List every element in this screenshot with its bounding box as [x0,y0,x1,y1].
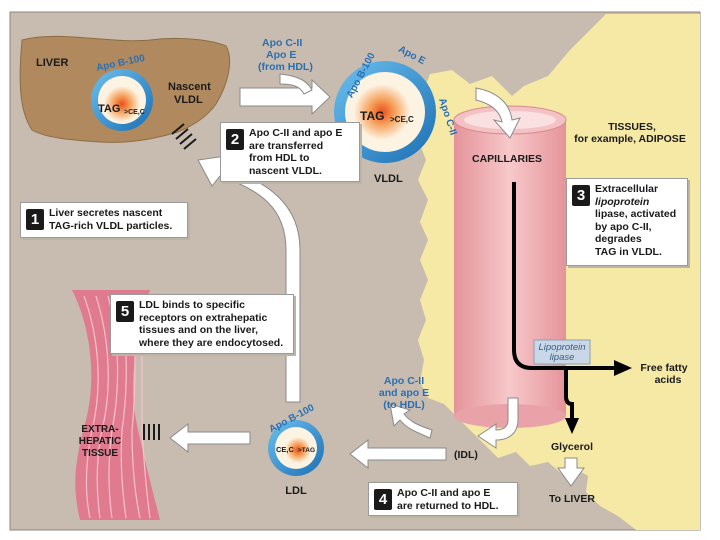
arrow-ldl-to-tissue [169,422,251,454]
ce-c-liver-label: >CE,C [124,109,145,116]
step-1-line-1: Liver secretes nascent [49,207,163,219]
idl-label: (IDL) [454,449,478,461]
lipoprotein-label: Lipoprotein [538,342,585,353]
step-2-line-2: are transferred [249,139,324,152]
step-1-number: 1 [26,209,44,230]
ldl-particle [268,420,324,476]
arrow-hdl-apo-in [279,73,313,95]
step-4-box: 4 Apo C-II and apo E are returned to HDL… [368,482,518,516]
step-2-line-3: from HDL to [249,152,310,164]
extra-label: EXTRA- [81,424,118,435]
step-3-line-3: lipase, activated [595,208,677,220]
arrow-idl-to-ldl [349,438,447,470]
step-5-line-1: LDL binds to specific [139,299,245,311]
step-3-line-4: by apo C-II, [595,220,652,233]
step-5-line-2: receptors on extrahepatic [139,311,268,324]
nascent-label: Nascent [168,81,211,93]
apo-e-from-hdl-label: Apo E [266,49,296,61]
step-3-line-1: Extracellular [595,183,659,195]
to-hdl-label: (to HDL) [383,399,424,411]
liver-label: LIVER [36,57,68,69]
tissue-label: TISSUE [82,448,118,459]
step-4-line-1: Apo C-II and apo E [397,487,491,499]
glycerol-arrowhead [565,418,579,434]
free-fatty-label: Free fatty [640,362,687,374]
capillaries-label: CAPILLARIES [472,153,542,165]
vldl-label: VLDL [374,173,403,185]
step-5-number: 5 [116,301,134,322]
lipoprotein-lipase-box [533,339,591,365]
and-apo-e-label: and apo E [379,387,429,399]
ldl-label: LDL [285,485,307,497]
adipose-example-label: for example, ADIPOSE [574,133,686,145]
nascent-vldl-particle [91,69,153,131]
ce-c-vldl-label: >CE,C [390,115,414,124]
tag-vldl-label: TAG [360,109,384,123]
step-2-number: 2 [226,129,244,150]
step-4-number: 4 [374,489,392,510]
tag-ldl-label: >TAG [298,447,315,454]
arrow-idl-to-hdl [389,403,433,439]
to-liver-label: To LIVER [549,493,595,505]
from-hdl-label: (from HDL) [258,61,313,73]
tag-liver-label: TAG [98,103,120,115]
step-3-line-5: degrades [595,233,642,245]
step-5-box: 5 LDL binds to specific receptors on ext… [110,294,294,354]
ce-c-ldl-label: CE,C [276,445,295,454]
apo-cii-to-hdl-label: Apo C-II [384,375,424,387]
lipase-flow-line [512,182,616,370]
step-5-line-4: where they are endocytosed. [139,336,284,349]
extrahepatic-muscle [72,290,160,520]
lipase-label: lipase [550,352,575,363]
step-2-line-1: Apo C-II and apo E [249,127,343,139]
step-3-line-2: lipoprotein [595,195,650,208]
apo-cii-from-hdl-label: Apo C-II [262,37,302,49]
fatty-acid-arrowhead [614,360,632,376]
step-2-line-4: nascent VLDL. [249,164,322,177]
arrow-glycerol-to-liver [557,457,585,487]
glycerol-label: Glycerol [551,441,593,453]
arrow-capillary-to-idl [477,397,519,449]
arrow-vldl-to-capillary [475,87,521,139]
step-3-box: 3 Extracellular lipoprotein lipase, acti… [566,178,688,266]
step-3-number: 3 [572,185,590,206]
hepatic-label: HEPATIC [79,436,121,447]
step-1-line-2: TAG-rich VLDL particles. [49,219,173,232]
step-2-box: 2 Apo C-II and apo E are transferred fro… [220,122,360,182]
acids-label: acids [655,374,682,386]
tissues-label: TISSUES, [608,121,656,133]
muscle-receptor-hatch [143,424,160,440]
step-5-line-3: tissues and on the liver, [139,324,259,336]
liver-receptor-hatch [171,123,197,150]
glycerol-flow-line [564,368,574,420]
nascent-vldl-label: VLDL [174,94,203,106]
step-1-box: 1 Liver secretes nascent TAG-rich VLDL p… [20,202,188,238]
step-3-line-6: TAG in VLDL. [595,245,662,258]
step-4-line-2: are returned to HDL. [397,499,499,512]
